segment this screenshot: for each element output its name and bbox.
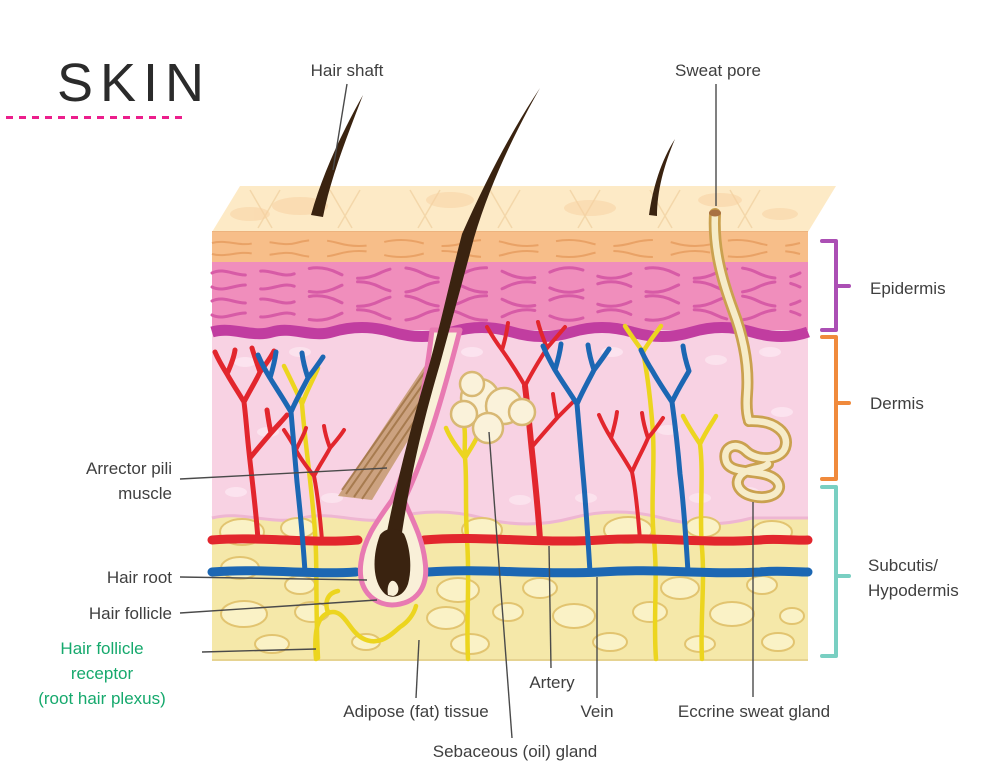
veins (207, 341, 813, 578)
label-hair-follicle: Hair follicle (88, 604, 172, 623)
layer-brackets (820, 239, 851, 658)
eccrine-sweat-gland-graphic (708, 208, 792, 504)
label-dermis: Dermis (870, 394, 924, 413)
label-artery: Artery (529, 673, 575, 692)
hairs-above-surface (311, 95, 675, 217)
title-underline (6, 116, 186, 119)
arteries (207, 320, 813, 546)
label-eccrine-sweat-gland: Eccrine sweat gland (677, 702, 831, 721)
leader-lines (179, 83, 754, 739)
label-sweat-pore: Sweat pore (675, 61, 761, 80)
hair-root-bulb (374, 528, 411, 597)
sebaceous-gland-graphic (449, 370, 537, 445)
epidermis-bracket (820, 239, 851, 332)
label-sebaceous-gland: Sebaceous (oil) gland (432, 742, 598, 761)
label-subcutis-hypodermis: Subcutis/ Hypodermis (868, 556, 959, 600)
hair-shaft-graphic (385, 88, 540, 546)
skin-surface-top-face (212, 186, 836, 233)
label-adipose-tissue: Adipose (fat) tissue (343, 702, 489, 721)
label-vein: Vein (580, 702, 614, 721)
dermis-bracket (820, 335, 851, 481)
label-arrector-pili-muscle: Arrector pili muscle (86, 459, 172, 503)
label-hair-follicle-receptor: Hair follicle receptor (root hair plexus… (38, 639, 166, 708)
label-hair-shaft: Hair shaft (310, 61, 384, 80)
epidermis-layer (210, 232, 808, 333)
subcutis-layer (211, 510, 808, 661)
page-title: SKIN (57, 53, 212, 113)
subcutis-bracket (820, 485, 851, 658)
label-hair-root: Hair root (106, 568, 172, 587)
hair-follicle-receptor-graphic (313, 588, 419, 662)
label-epidermis: Epidermis (870, 279, 946, 298)
adipose-fat-blobs (219, 516, 805, 655)
sweat-pore-graphic (709, 209, 721, 217)
hair-follicle-graphic (357, 88, 540, 608)
